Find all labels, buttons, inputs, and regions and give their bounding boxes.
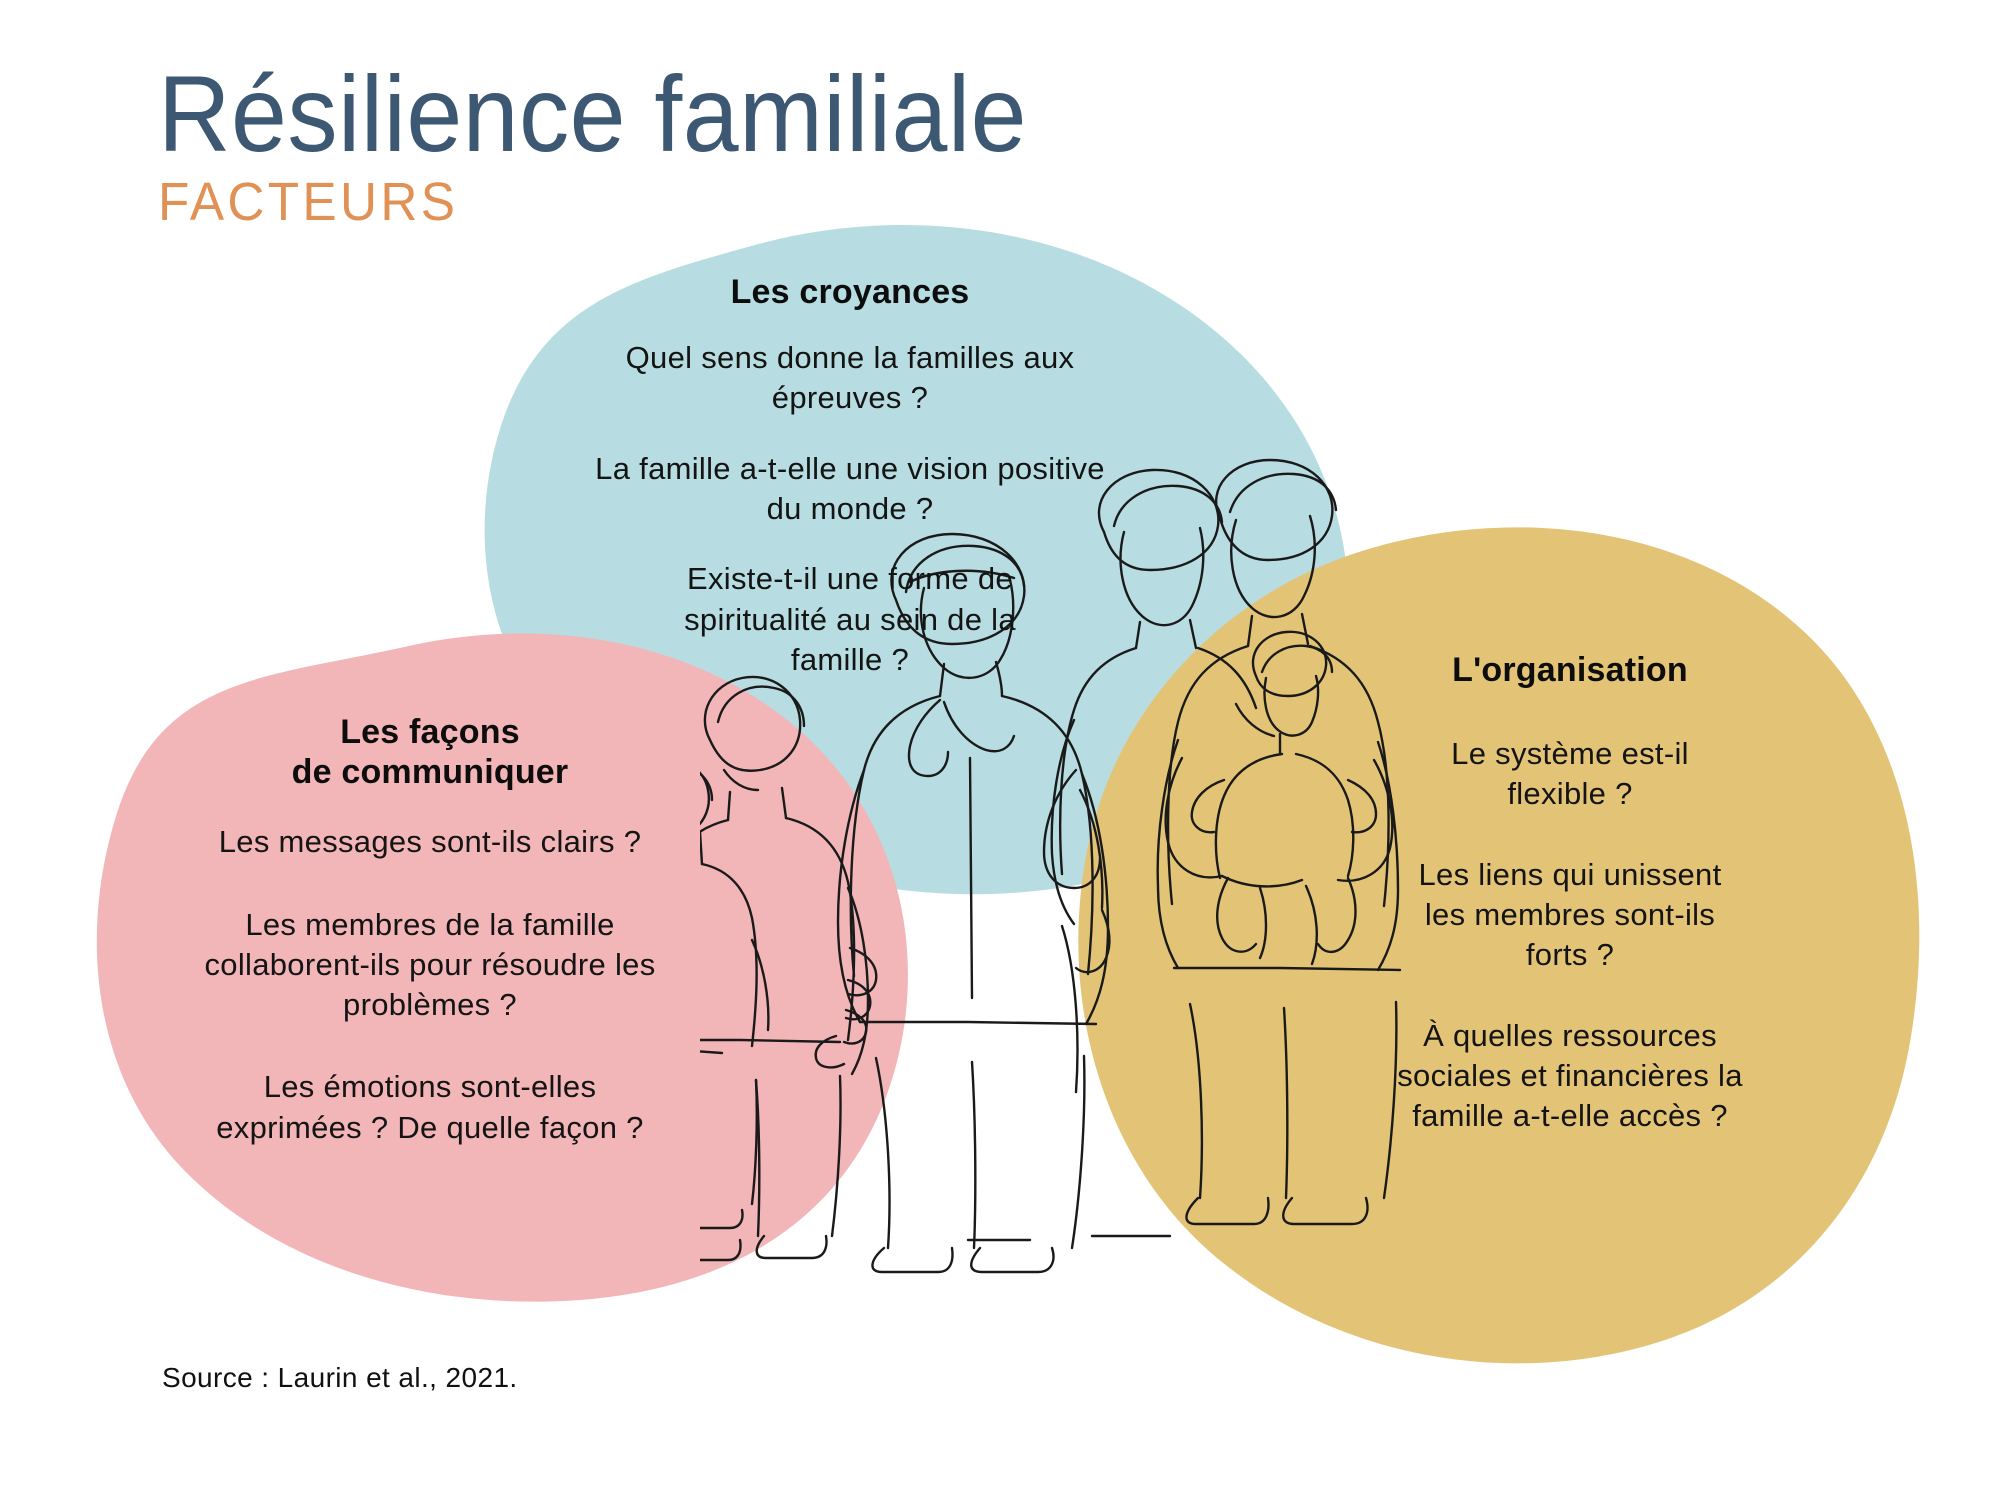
group-beliefs-item-3: Existe-t-il une forme de spiritualité au… — [684, 561, 1016, 677]
group-beliefs-item-2: La famille a-t-elle une vision positive … — [595, 450, 1105, 526]
group-communication-item-2: Les membres de la famille collaborent-il… — [204, 906, 656, 1023]
group-organization-title: L'organisation — [1452, 651, 1688, 689]
page-title: Résilience familiale — [158, 53, 1027, 174]
page-subtitle: FACTEURS — [158, 172, 459, 232]
group-beliefs-item-1: Quel sens donne la familles aux épreuves… — [625, 340, 1075, 416]
group-beliefs-title: Les croyances — [730, 273, 970, 311]
title-block: Résilience familiale FACTEURS — [158, 60, 1092, 231]
group-organization-item-2: Les liens qui unissent les membres sont-… — [1418, 856, 1722, 973]
group-communication-item-1: Les messages sont-ils clairs ? — [218, 824, 642, 860]
group-communication-title: Les façons de communiquer — [291, 713, 569, 792]
group-organization: L'organisation Le système est-il flexibl… — [1330, 650, 1810, 1176]
group-communication-item-3: Les émotions sont-elles exprimées ? De q… — [216, 1069, 644, 1145]
group-communication: Les façons de communiquer Les messages s… — [130, 712, 730, 1190]
group-organization-item-3: À quelles ressources sociales et financi… — [1397, 1017, 1743, 1134]
source-citation: Source : Laurin et al., 2021. — [162, 1362, 518, 1393]
group-organization-item-1: Le système est-il flexible ? — [1451, 736, 1689, 812]
group-beliefs: Les croyances Quel sens donne la famille… — [540, 272, 1160, 680]
